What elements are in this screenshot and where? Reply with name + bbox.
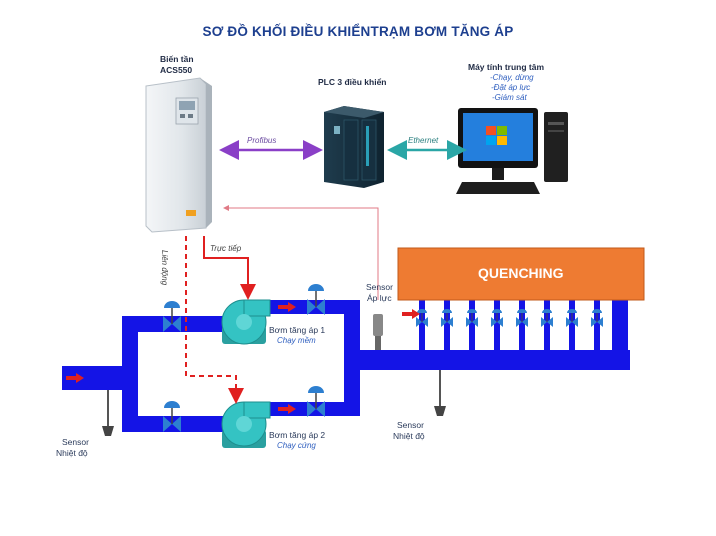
pump2-mode: Chạy cứng	[277, 441, 316, 450]
branch-valve	[466, 309, 478, 327]
pump-1	[221, 299, 271, 345]
branch-pipe	[444, 300, 450, 352]
inverter-label-line1: Biến tần	[160, 54, 194, 64]
quenching-tank	[397, 247, 645, 301]
valve-suction-2	[163, 401, 181, 432]
diagram-title: SƠ ĐỒ KHỐI ĐIỀU KHIỂNTRẠM BƠM TĂNG ÁP	[202, 24, 514, 39]
computer-function-1: -Chạy, dừng	[490, 73, 534, 82]
branch-pipe	[519, 300, 525, 352]
interlock-control-arrow	[185, 236, 244, 404]
direct-control-label: Trực tiếp	[210, 244, 242, 253]
branch-pipe	[569, 300, 575, 352]
computer-label: Máy tính trung tâm	[468, 62, 545, 72]
central-computer	[456, 108, 568, 194]
ethernet-label: Ethernet	[408, 136, 439, 145]
branch-valve	[566, 309, 578, 327]
pressure-sensor	[373, 314, 383, 350]
inverter-label-line2: ACS550	[160, 65, 193, 75]
branch-valve	[491, 309, 503, 327]
pump1-name: Bơm tăng áp 1	[269, 325, 326, 335]
temperature-sensor-outlet	[434, 370, 446, 416]
temp-sensor-inlet-line2: Nhiệt độ	[56, 448, 88, 458]
temp-sensor-outlet-line1: Sensor	[397, 420, 424, 430]
pump2-name: Bơm tăng áp 2	[269, 430, 326, 440]
inverter-acs550	[145, 77, 212, 233]
branch-valve	[441, 309, 453, 327]
branch-valve	[516, 309, 528, 327]
pressure-sensor-line2: Áp lực	[367, 293, 392, 303]
pipe-network	[62, 300, 630, 432]
direct-control-arrow	[203, 236, 256, 300]
computer-function-2: -Đặt áp lực	[491, 83, 531, 92]
pressure-sensor-line1: Sensor	[366, 282, 393, 292]
branch-valve	[591, 309, 603, 327]
temperature-sensor-inlet	[102, 390, 114, 436]
pump1-mode: Chạy mềm	[277, 336, 316, 345]
pressure-feedback-line	[223, 205, 379, 300]
plc-module	[324, 106, 384, 188]
quenching-label: QUENCHING	[478, 265, 564, 281]
interlock-label: Liên động	[160, 250, 169, 286]
valve-discharge-1	[307, 284, 325, 315]
quenching-branches	[416, 300, 603, 352]
pump-2	[221, 401, 271, 448]
branch-pipe	[494, 300, 500, 352]
branch-pipe	[544, 300, 550, 352]
branch-pipe	[469, 300, 475, 352]
valve-suction-1	[163, 301, 181, 332]
temp-sensor-inlet-line1: Sensor	[62, 437, 89, 447]
branch-pipe	[594, 300, 600, 352]
temp-sensor-outlet-line2: Nhiệt độ	[393, 431, 425, 441]
plc-label: PLC 3 điều khiển	[318, 77, 387, 87]
valve-discharge-2	[307, 386, 325, 417]
flow-arrows	[66, 302, 420, 414]
branch-valve	[541, 309, 553, 327]
profibus-label: Profibus	[247, 136, 277, 145]
computer-function-3: -Giám sát	[492, 93, 527, 102]
branch-valve	[416, 309, 428, 327]
branch-pipe	[419, 300, 425, 352]
